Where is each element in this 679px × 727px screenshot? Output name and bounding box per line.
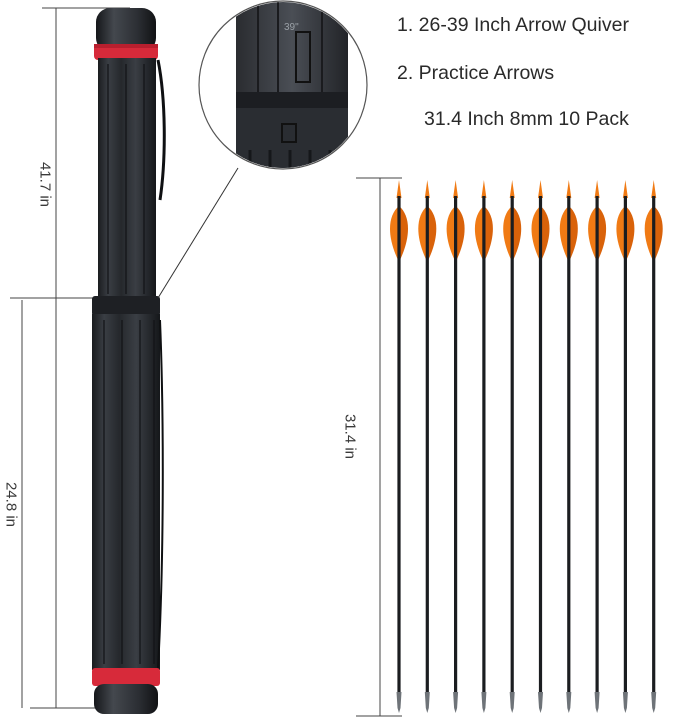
quiver-tube xyxy=(92,8,166,714)
inset-marking-label: 39" xyxy=(284,22,299,33)
dimension-label-quiver-base: 24.8 in xyxy=(2,481,20,528)
product-title-arrows: 2. Practice Arrows xyxy=(397,62,555,84)
arrow-2 xyxy=(418,180,437,713)
dimension-label-quiver-total: 41.7 in xyxy=(36,161,54,208)
arrow-7 xyxy=(559,180,578,713)
quiver-dimension-lines xyxy=(10,7,155,709)
dimension-label-arrow-length: 31.4 in xyxy=(341,413,359,460)
product-arrows-detail: 31.4 Inch 8mm 10 Pack xyxy=(424,108,629,130)
inset-leader-line xyxy=(157,167,239,299)
arrow-dimension-lines xyxy=(356,177,402,717)
arrow-9 xyxy=(616,180,635,713)
arrow-10 xyxy=(644,180,663,713)
arrow-5 xyxy=(503,180,522,713)
arrows-pack xyxy=(390,180,663,713)
zoom-inset: 39" xyxy=(198,0,368,170)
product-title-quiver: 1. 26-39 Inch Arrow Quiver xyxy=(397,14,629,36)
arrow-6 xyxy=(531,180,550,713)
arrow-3 xyxy=(446,180,465,713)
arrow-8 xyxy=(588,180,607,713)
arrow-1 xyxy=(390,180,408,713)
arrow-4 xyxy=(474,180,493,713)
